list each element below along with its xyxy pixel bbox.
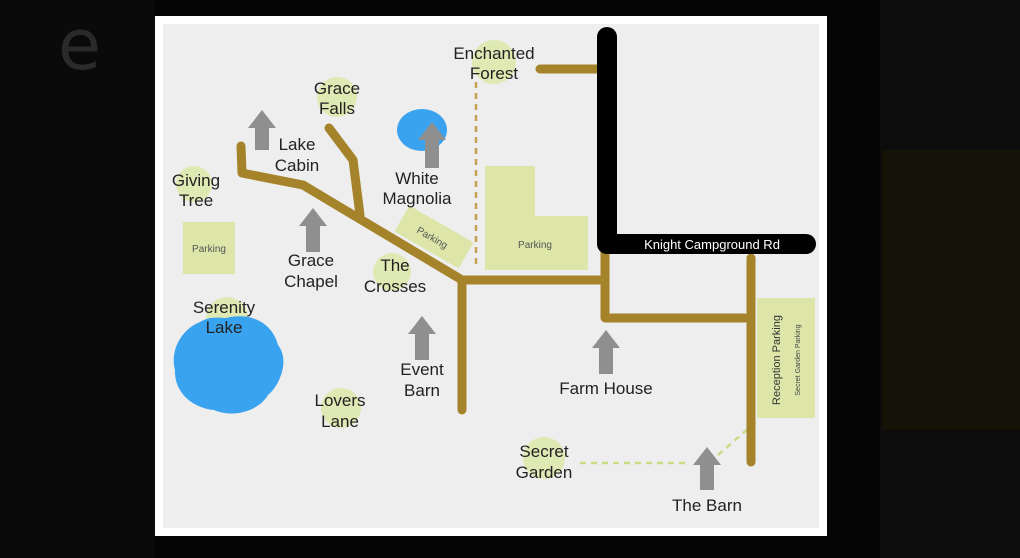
serenity-lake-label-line2: Lake xyxy=(206,318,243,337)
knight-campground-road-label: Knight Campground Rd xyxy=(644,237,780,252)
reception-parking-label: Reception Parking xyxy=(771,315,783,405)
pond-icon xyxy=(397,109,447,151)
building-icon xyxy=(248,110,276,150)
parking-label-left: Parking xyxy=(192,244,226,255)
parking-label-center: Parking xyxy=(518,240,552,251)
building-icon xyxy=(299,208,327,252)
road-main-trail xyxy=(236,141,467,415)
giving-tree-label-line2: Tree xyxy=(179,191,213,210)
grace-chapel-label-line2: Chapel xyxy=(284,272,338,291)
buildings xyxy=(248,110,721,490)
enchanted-forest-label-line2: Forest xyxy=(470,64,518,83)
parking-lot-left xyxy=(183,222,235,274)
white-magnolia-label-line1: White xyxy=(395,169,438,188)
background-left-panel xyxy=(0,0,155,558)
farm-house-label: Farm House xyxy=(559,379,653,398)
lovers-lane-label-line1: Lovers xyxy=(314,391,365,410)
knight-campground-road xyxy=(597,27,816,254)
secret-garden-label-line1: Secret xyxy=(519,442,568,461)
the-crosses-label-line2: Crosses xyxy=(364,277,426,296)
background-right-photo xyxy=(882,150,1020,430)
the-crosses-label-line1: The xyxy=(380,256,409,275)
road-farm-loop xyxy=(600,247,756,323)
parking-lot-reception xyxy=(757,298,815,418)
parking-lot-angled xyxy=(394,205,474,269)
event-barn-label-line2: Barn xyxy=(404,381,440,400)
event-barn-label-line1: Event xyxy=(400,360,444,379)
grace-falls-label-line1: Grace xyxy=(314,79,360,98)
enchanted-forest-label-line1: Enchanted xyxy=(453,44,534,63)
the-barn-label: The Barn xyxy=(672,496,742,515)
parking-lot-center xyxy=(485,166,588,270)
secret-garden-parking-label: Secret Garden Parking xyxy=(795,324,802,395)
building-icon xyxy=(592,330,620,374)
giving-tree-label-line1: Giving xyxy=(172,171,220,190)
white-magnolia-label-line2: Magnolia xyxy=(383,189,453,208)
background-blurred-text: e xyxy=(58,4,102,86)
roads xyxy=(236,64,756,467)
lake-cabin-label-line1: Lake xyxy=(279,135,316,154)
grace-falls-label-line2: Falls xyxy=(319,99,355,118)
lovers-lane-label-line2: Lane xyxy=(321,412,359,431)
secret-garden-label-line2: Garden xyxy=(516,463,573,482)
building-icon xyxy=(408,316,436,360)
grace-chapel-label-line1: Grace xyxy=(288,251,334,270)
lake-cabin-label-line2: Cabin xyxy=(275,156,319,175)
serenity-lake-icon xyxy=(173,316,284,414)
building-icon xyxy=(418,122,446,168)
road-grace-falls xyxy=(324,123,365,220)
serenity-lake-label-line1: Serenity xyxy=(193,298,256,317)
building-icon xyxy=(693,447,721,490)
